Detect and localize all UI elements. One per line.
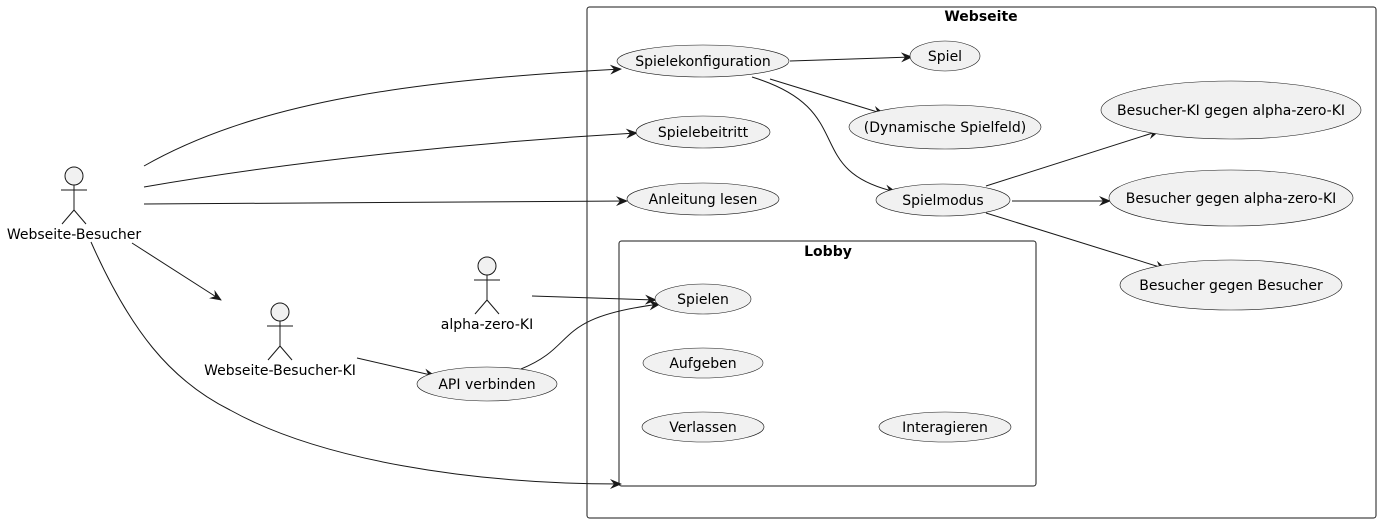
edge-besucherki-api — [356, 357, 436, 379]
edges — [90, 52, 1167, 489]
edge-besucher-spielekonfiguration — [143, 64, 622, 167]
svg-text:Aufgeben: Aufgeben — [669, 356, 736, 372]
boundary-lobby-title: Lobby — [804, 244, 852, 260]
svg-text:Anleitung lesen: Anleitung lesen — [649, 192, 758, 208]
usecase-spielen: Spielen — [654, 283, 752, 315]
usecase-interagieren: Interagieren — [878, 411, 1012, 443]
edge-besucher-lobby — [90, 241, 622, 489]
svg-text:Spielekonfiguration: Spielekonfiguration — [635, 54, 771, 70]
edge-konfig-dynamisch — [769, 78, 885, 116]
svg-text:Besucher gegen alpha-zero-KI: Besucher gegen alpha-zero-KI — [1126, 191, 1337, 207]
usecase-dynamisches-spielfeld: (Dynamische Spielfeld) — [848, 104, 1042, 150]
svg-text:alpha-zero-KI: alpha-zero-KI — [441, 317, 533, 333]
usecase-anleitung-lesen: Anleitung lesen — [626, 182, 780, 216]
actor-webseite-besucher: Webseite-Besucher — [7, 166, 142, 243]
edge-besucher-besucher-ki — [131, 242, 222, 301]
svg-text:Webseite-Besucher: Webseite-Besucher — [7, 227, 142, 243]
boundary-lobby: Lobby — [618, 240, 1037, 487]
usecase-verlassen: Verlassen — [641, 411, 765, 443]
usecase-spielmodus: Spielmodus — [875, 183, 1011, 217]
svg-text:Spielen: Spielen — [677, 292, 729, 308]
svg-text:Interagieren: Interagieren — [902, 420, 988, 436]
usecase-spielebeitritt: Spielebeitritt — [635, 115, 771, 149]
edge-modus-ki-alpha — [985, 129, 1160, 187]
edge-konfig-spielmodus — [751, 76, 897, 195]
svg-text:Verlassen: Verlassen — [669, 420, 736, 436]
usecase-api-verbinden: API verbinden — [416, 366, 558, 402]
usecase-spiel: Spiel — [909, 40, 981, 72]
edge-besucher-anleitung — [143, 196, 628, 207]
edge-api-spielen — [520, 300, 661, 370]
svg-text:Spiel: Spiel — [928, 49, 962, 65]
svg-text:API verbinden: API verbinden — [438, 377, 535, 393]
svg-text:Webseite-Besucher-KI: Webseite-Besucher-KI — [204, 363, 356, 379]
actor-alpha-zero-ki: alpha-zero-KI — [441, 256, 533, 333]
svg-text:Besucher-KI gegen alpha-zero-K: Besucher-KI gegen alpha-zero-KI — [1117, 103, 1345, 119]
svg-text:Spielebeitritt: Spielebeitritt — [658, 125, 749, 141]
svg-text:Spielmodus: Spielmodus — [902, 193, 983, 209]
edge-alpha-spielen — [531, 294, 657, 305]
edge-modus-besucher-besucher — [985, 212, 1167, 271]
boundary-webseite: Webseite — [586, 6, 1377, 519]
usecase-spielekonfiguration: Spielekonfiguration — [616, 44, 790, 78]
usecase-besucher-gegen-besucher: Besucher gegen Besucher — [1119, 259, 1343, 311]
usecase-besucher-ki-gegen-alpha-zero-ki: Besucher-KI gegen alpha-zero-KI — [1100, 80, 1362, 140]
boundary-webseite-title: Webseite — [944, 9, 1017, 25]
svg-text:Besucher gegen Besucher: Besucher gegen Besucher — [1139, 278, 1323, 294]
edge-konfig-spiel — [789, 52, 913, 63]
usecase-aufgeben: Aufgeben — [642, 347, 764, 379]
usecase-besucher-gegen-alpha-zero-ki: Besucher gegen alpha-zero-KI — [1108, 169, 1354, 227]
actor-webseite-besucher-ki: Webseite-Besucher-KI — [204, 302, 356, 379]
edge-besucher-spielebeitritt — [143, 128, 638, 188]
svg-text:(Dynamische Spielfeld): (Dynamische Spielfeld) — [864, 120, 1026, 136]
